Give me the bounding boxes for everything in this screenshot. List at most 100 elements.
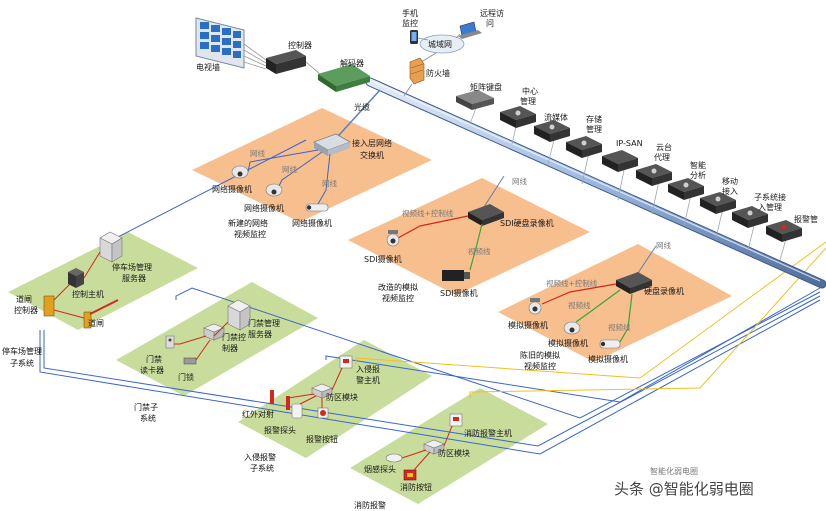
- net-line-label-c: 网线: [322, 178, 337, 188]
- infrared-label: 红外对射: [242, 409, 274, 419]
- subsystem-access-label-2: 入管理: [758, 202, 782, 212]
- access-server-label-2: 服务器: [248, 329, 272, 339]
- zone-parking: [8, 232, 198, 330]
- alarm-detector-icon: [291, 403, 303, 419]
- parking-server-label-2: 服务器: [122, 273, 146, 283]
- sdi-dvr-icon: [468, 204, 504, 226]
- alarm-mgmt-icon: [766, 220, 802, 242]
- card-reader-label-1: 门禁: [146, 354, 162, 364]
- network-camera-3-label: 网络摄像机: [292, 218, 332, 228]
- intrusion-zone-title-2: 子系统: [250, 463, 274, 473]
- intrusion-host-icon: [339, 355, 353, 369]
- subsystem-access-icon: [732, 206, 768, 228]
- parking-zone-title-2: 子系统: [10, 358, 34, 368]
- remote-label-2: 问: [486, 19, 494, 28]
- analog-bullet-camera-icon: [599, 339, 621, 349]
- door-lock-icon: [183, 357, 197, 365]
- analog-net-drop: [635, 245, 657, 277]
- cloud-agent-label-2: 代理: [654, 152, 670, 162]
- gate-controller-label-2: 控制器: [14, 305, 38, 315]
- mobile-access-label-1: 移动: [722, 176, 738, 186]
- center-mgmt-icon: [500, 106, 536, 128]
- access-controller-icon: [203, 323, 225, 341]
- intrusion-host-label-2: 警主机: [356, 375, 380, 385]
- bus-line-7: [355, 241, 826, 379]
- firewall-icon: [409, 57, 425, 85]
- phone-label-1: 手机: [402, 8, 418, 18]
- remote-label-1: 远程访: [480, 8, 504, 18]
- access-server-icon: [227, 299, 251, 331]
- matrix-keyboard-label: 矩阵键盘: [470, 82, 502, 92]
- analog-video-label-2: 视频线: [608, 322, 631, 332]
- bus-line-5: [325, 287, 821, 403]
- network-camera-2-label: 网络摄像机: [244, 203, 284, 213]
- intrusion-module-label: 防区模块: [326, 392, 358, 402]
- alarm-button-label: 报警按钮: [306, 434, 338, 444]
- analog-video-label-1: 视频线: [568, 300, 591, 310]
- cloud-agent-label-1: 云台: [656, 142, 672, 152]
- storage-label-2: 管理: [586, 124, 602, 134]
- network-camera-3-icon: [305, 203, 329, 212]
- network-zone-title-2: 视频监控: [234, 229, 266, 239]
- zone-intrusion: [238, 340, 432, 458]
- analog-red-cable: [541, 283, 617, 305]
- infrared-beam-icon: [270, 390, 290, 410]
- fire-module-icon: [423, 439, 445, 455]
- bus-line-3: [43, 295, 821, 447]
- firewall-backbone-link: [403, 83, 413, 97]
- zone-sdi-video: [348, 178, 590, 295]
- access-server-label-1: 门禁管理: [248, 318, 280, 328]
- analog-zone-title-2: 视频监控: [524, 361, 556, 371]
- phone-wan-link: [417, 37, 429, 41]
- access-controller-label-1: 门禁控: [222, 332, 246, 342]
- analog-camera-2-label: 模拟摄像机: [548, 338, 588, 348]
- analog-camera-3-label: 模拟摄像机: [588, 354, 628, 364]
- smoke-detector-label: 烟感探头: [364, 464, 396, 474]
- sdi-camera-1-label: SDI摄像机: [364, 254, 402, 264]
- analog-zone-title-1: 陈旧的模拟: [520, 350, 560, 360]
- controller-label: 控制器: [288, 40, 312, 50]
- sdi-box-camera-icon: [442, 270, 470, 281]
- parking-server-icon: [99, 231, 123, 263]
- firewall-label: 防火墙: [426, 68, 450, 78]
- network-camera-2-icon: [265, 183, 283, 197]
- parking-cables: [53, 251, 101, 319]
- parking-host-icon: [68, 268, 84, 288]
- analog-dvr-label: 硬盘录像机: [644, 286, 684, 296]
- parking-zone-title-1: 停车场管理: [2, 346, 42, 356]
- center-mgmt-label-1: 中心: [522, 86, 538, 96]
- sdi-dome-camera-icon: [386, 230, 400, 247]
- sdi-red-cable: [397, 215, 469, 239]
- controller-icon: [266, 50, 306, 74]
- access-zone-title-2: 系统: [140, 413, 156, 423]
- zone-network-video: [192, 108, 432, 222]
- backbone-pipe: [366, 78, 826, 288]
- switch-label-2: 交换机: [360, 150, 384, 160]
- sdi-net-label: 网线: [512, 176, 527, 186]
- intrusion-zone-title-1: 入侵报警: [244, 452, 276, 462]
- tv-wall-icon: [195, 17, 245, 69]
- fire-module-label: 防区模块: [438, 448, 470, 458]
- controller-decoder-link: [305, 61, 321, 75]
- tv-wall-label: 电视墙: [196, 62, 220, 72]
- parking-host-label: 控制主机: [72, 289, 104, 299]
- parking-server-label-1: 停车场管理: [112, 262, 152, 272]
- center-mgmt-label-2: 管理: [520, 96, 536, 106]
- backbone-pipe-highlight: [371, 80, 821, 282]
- bus-line-2: [39, 299, 821, 455]
- bus-line-4: [175, 287, 821, 419]
- remote-computer-icon: [458, 21, 482, 39]
- sdi-camera-2-label: SDI摄像机: [440, 288, 478, 298]
- tv-cables: [243, 43, 267, 70]
- net-line-label-a: 网线: [250, 148, 265, 158]
- mobile-access-label-2: 接入: [722, 186, 738, 196]
- zone-analog-video: [498, 244, 732, 362]
- analog-camera-1-label: 模拟摄像机: [508, 320, 548, 330]
- sdi-video-ctrl-label: 视频线+控制线: [402, 208, 454, 218]
- phone-icon: [410, 30, 418, 44]
- streaming-label: 流媒体: [544, 112, 568, 122]
- network-camera-1-label: 网络摄像机: [212, 184, 252, 194]
- alarm-mgmt-label: 报警管: [794, 214, 818, 224]
